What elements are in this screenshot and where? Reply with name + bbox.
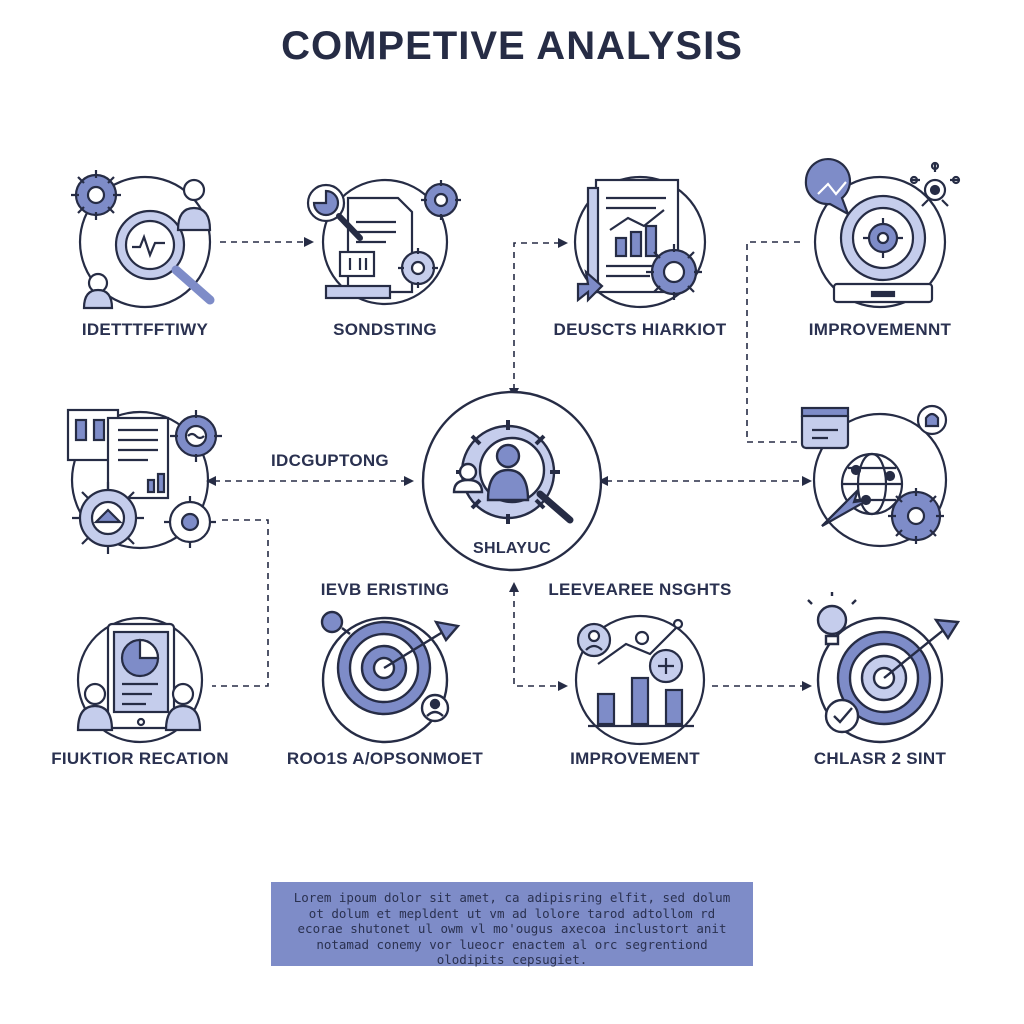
gear-icon xyxy=(646,244,702,300)
label-identify: IDETTTFFTIWY xyxy=(81,320,209,339)
node-improvement-bottom-icon xyxy=(574,614,706,746)
center-node xyxy=(421,390,603,572)
label-fiuktior: FIUKTIOR RECATION xyxy=(51,749,229,768)
check-circle-icon xyxy=(824,698,860,734)
node-improvement-top-icon xyxy=(804,157,961,309)
person-icon xyxy=(76,682,114,732)
gear-icon xyxy=(71,170,121,220)
gear-icon xyxy=(72,482,144,554)
node-fiuktior-icon xyxy=(76,616,204,744)
user-circle-icon xyxy=(420,693,450,723)
label-roo1s: ROO1S A/OPSONMOET xyxy=(286,749,484,768)
target-icon xyxy=(836,618,961,726)
person-icon xyxy=(576,622,612,658)
arrow-center-n3 xyxy=(509,238,568,398)
person-icon xyxy=(82,272,114,310)
label-deuscts: DEUSCTS HIARKIOT xyxy=(553,320,727,339)
person-icon xyxy=(176,178,212,232)
speech-bubble-icon xyxy=(804,157,852,217)
gear-icon xyxy=(170,410,222,462)
label-center: SHLAYUC xyxy=(473,540,551,557)
label-chlasr: CHLASR 2 SINT xyxy=(813,749,947,768)
lightbulb-icon xyxy=(916,404,948,436)
gear-icon xyxy=(421,180,461,220)
arrow-center-n10 xyxy=(509,582,568,691)
node-left-middle-icon xyxy=(66,408,222,554)
gear-icon xyxy=(398,248,438,288)
gear-icon xyxy=(888,488,944,544)
upload-arrow-icon xyxy=(576,269,604,303)
page-title: COMPETIVE ANALYSIS xyxy=(281,24,743,68)
target-icon xyxy=(336,620,461,716)
node-deuscts-icon xyxy=(573,175,707,309)
label-improvement-top: IMPROVEMENNT xyxy=(808,320,952,339)
tablet-chart-icon xyxy=(106,622,176,730)
pie-magnifier-icon xyxy=(306,183,363,241)
laptop-gear-icon xyxy=(832,194,934,304)
magnifier-icon xyxy=(114,209,215,305)
label-ievb-eristing: IEVB ERISTING xyxy=(320,580,450,599)
label-improvement-bottom: IMPROVEMENT xyxy=(570,749,700,768)
magnifier-icon xyxy=(648,648,684,684)
node-dot-icon xyxy=(634,618,684,646)
network-gear-icon xyxy=(909,161,961,207)
node-identify-icon xyxy=(71,170,215,310)
node-sondsting-icon xyxy=(306,178,461,306)
node-chlasr-icon xyxy=(807,592,961,744)
label-sondsting: SONDSTING xyxy=(333,320,437,339)
document-icon xyxy=(324,196,414,300)
arrow-n4-n12 xyxy=(746,241,800,443)
lightbulb-icon xyxy=(807,592,857,646)
cursor-arrow-icon xyxy=(821,489,869,527)
connectors xyxy=(206,237,812,691)
node-roo1s-icon xyxy=(320,610,461,744)
gear-icon xyxy=(164,496,216,548)
label-idcguptong: IDCGUPTONG xyxy=(271,451,389,470)
label-leeveare-nsghts: LEEVEAREE NSGHTS xyxy=(548,580,732,599)
person-gear-search-icon xyxy=(452,420,574,524)
node-dot-icon xyxy=(320,610,351,635)
arrow-n5-n8 xyxy=(212,519,269,687)
person-icon xyxy=(164,682,202,732)
node-right-middle-icon xyxy=(800,404,948,548)
footer-text-box: Lorem ipoum dolor sit amet, ca adipisrin… xyxy=(271,882,753,967)
toolbox-icon xyxy=(800,406,850,450)
bar-chart-icon xyxy=(588,627,694,728)
document-icon xyxy=(66,408,170,500)
globe-icon xyxy=(840,452,904,516)
